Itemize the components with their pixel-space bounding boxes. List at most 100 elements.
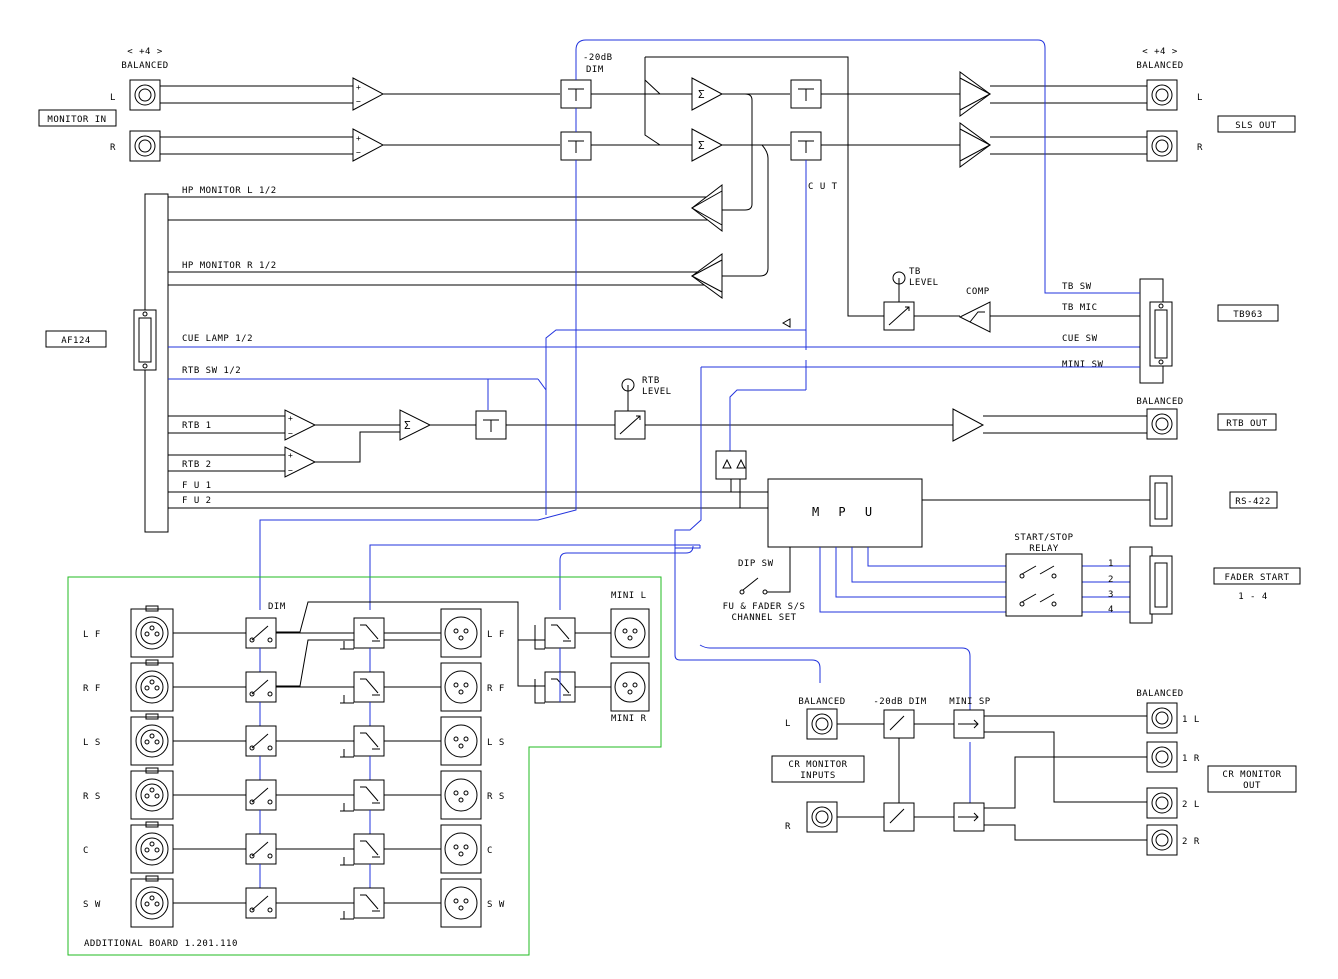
sum-amp-r: [691, 128, 724, 162]
cr-out-1l-connector: [1146, 702, 1178, 734]
board-selector-switch: [353, 671, 385, 703]
rs422-box: [1229, 491, 1278, 509]
hp-amp-l: [691, 183, 723, 233]
dim-board-label: DIM: [268, 602, 286, 612]
channel-label: S W: [83, 900, 101, 910]
balanced-out-level-label: < +4 >: [1142, 47, 1178, 57]
fu-fader-label-2: CHANNEL SET: [731, 613, 796, 623]
dim-section: -20dB DIM: [560, 53, 692, 161]
cut-label: C U T: [808, 182, 838, 192]
svg-text:Σ: Σ: [698, 139, 705, 152]
rtb-balanced-label: BALANCED: [1136, 397, 1183, 407]
board-dim-switch: [245, 725, 277, 757]
talkback-section: TB LEVEL COMP TB SW TB MIC CUE SW MINI S…: [883, 267, 1279, 384]
cr-out-label-2: OUT: [1243, 781, 1261, 791]
monitor-in-box: [38, 109, 117, 127]
channel-out-label: R F: [487, 684, 505, 694]
channel-out-label: S W: [487, 900, 505, 910]
hp-monitor-l-label: HP MONITOR L 1/2: [182, 186, 277, 196]
tb963-box: [1217, 304, 1279, 322]
rtb2-amp: [284, 446, 317, 478]
cr-dim-label: -20dB DIM: [873, 697, 926, 707]
channel-out-label: L F: [487, 630, 505, 640]
svg-text:−: −: [356, 97, 361, 106]
mpu-block: [767, 478, 923, 548]
input-amp-l: [352, 77, 385, 111]
af124-dsub-connector: [133, 309, 157, 371]
xlr-input-connector: [130, 767, 174, 820]
channel-label: L F: [83, 630, 101, 640]
xlr-input-connector: [130, 875, 174, 928]
start-stop-label-2: RELAY: [1029, 544, 1059, 554]
tb963-label: TB963: [1233, 310, 1263, 320]
board-dim-switch: [245, 779, 277, 811]
rtb1-label: RTB 1: [182, 421, 212, 431]
svg-text:−: −: [288, 466, 293, 475]
cr-l-label: L: [785, 719, 791, 729]
cr-out-1r-connector: [1146, 741, 1178, 773]
hp-monitor-r-label: HP MONITOR R 1/2: [182, 261, 277, 271]
cr-out-box: [1207, 765, 1297, 793]
xlr-input-connector: [130, 821, 174, 874]
rtb-out-amp: [952, 408, 985, 442]
svg-text:+: +: [288, 451, 293, 460]
rtb-out-box: [1217, 413, 1277, 431]
rtb2-label: RTB 2: [182, 460, 212, 470]
cr-inputs-label-1: CR MONITOR: [788, 760, 847, 770]
mini-r-connector: [610, 662, 650, 712]
xlr-output-connector: [440, 770, 482, 820]
cue-diode: [781, 318, 791, 328]
channel-out-label: L S: [487, 738, 505, 748]
board-selector-switch: [353, 725, 385, 757]
svg-text:Σ: Σ: [698, 88, 705, 101]
start-stop-label-1: START/STOP: [1014, 533, 1073, 543]
board-dim-switch: [245, 833, 277, 865]
sls-out-box: [1217, 115, 1296, 133]
hp-amp-r: [691, 253, 723, 299]
monitor-in-r-connector: [129, 130, 161, 162]
fu1-label: F U 1: [182, 481, 212, 491]
mpu-section: M P U RS-422 DIP SW FU & FADER S/S CHANN…: [715, 450, 1301, 624]
mini-sw-label: MINI SW: [1062, 360, 1104, 370]
fader-pin-1: 1: [1108, 559, 1114, 569]
cr-dim-switch-r: [883, 802, 915, 832]
out-amp-l: [959, 71, 991, 117]
board-selector-switch: [353, 833, 385, 865]
cr-balanced-out-label: BALANCED: [1136, 689, 1183, 699]
tb-level-label-2: LEVEL: [909, 278, 939, 288]
balanced-label: BALANCED: [121, 61, 168, 71]
xlr-output-connector: [440, 824, 482, 874]
sls-output-section: < +4 > BALANCED L R SLS OUT: [959, 47, 1296, 168]
mini-r-label: MINI R: [611, 714, 647, 724]
channel-label: C: [83, 846, 89, 856]
svg-text:+: +: [356, 83, 361, 92]
sum-amp-l: [691, 77, 724, 111]
sls-out-label: SLS OUT: [1235, 121, 1277, 131]
channel-label: R F: [83, 684, 101, 694]
cr-dim-switch-l: [883, 709, 915, 739]
monitor-input-section: < +4 > BALANCED L R MONITOR IN +− +−: [38, 47, 560, 162]
dim-label: DIM: [586, 65, 604, 75]
balanced-level-label: < +4 >: [127, 47, 163, 57]
monitor-in-l-connector: [129, 79, 161, 111]
cr-in-l-connector: [806, 708, 838, 740]
board-dim-switch: [245, 671, 277, 703]
cr-r-label: R: [785, 822, 791, 832]
balanced-out-label: BALANCED: [1136, 61, 1183, 71]
additional-board-outline: [67, 576, 662, 956]
rtb-level-label-2: LEVEL: [642, 387, 672, 397]
xlr-output-connector: [440, 662, 482, 712]
comp-label: COMP: [966, 287, 990, 297]
rtb-out-label: RTB OUT: [1226, 419, 1268, 429]
rtb-sum-amp: [399, 409, 432, 441]
out-amp-r: [959, 122, 991, 168]
fader-start-card-edge: [1129, 546, 1153, 624]
tb-mic-label: TB MIC: [1062, 303, 1098, 313]
sls-out-l-connector: [1146, 79, 1178, 111]
